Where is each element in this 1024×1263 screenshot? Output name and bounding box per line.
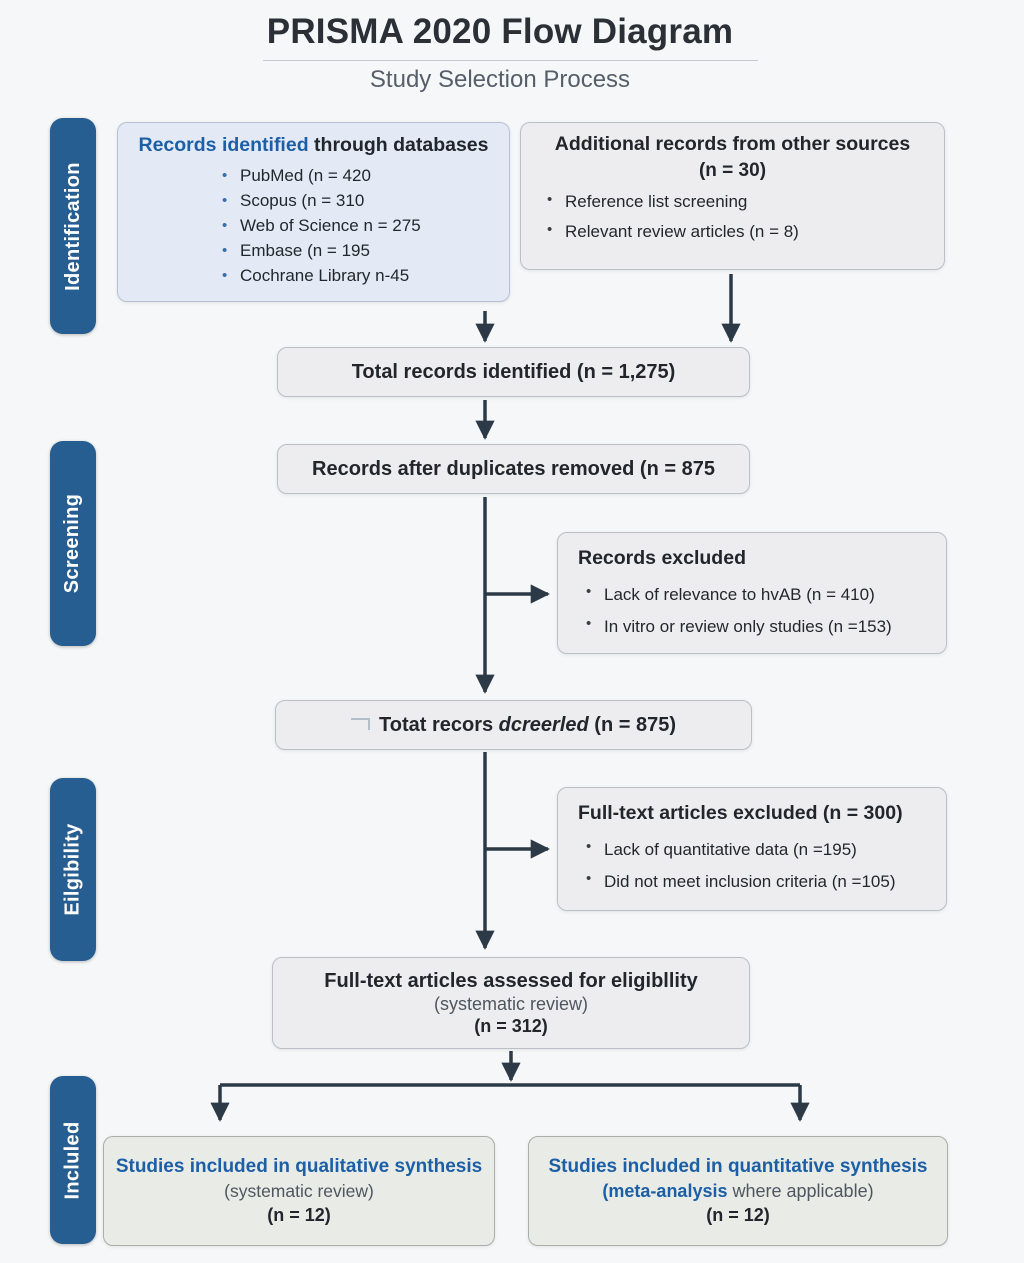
box-records-excluded: Records excluded Lack of relevance to hv… [557,532,947,654]
corner-glyph-icon [351,717,370,730]
list-item: Reference list screening [547,187,926,217]
list-item: Cochrane Library n-45 [222,263,493,288]
list-item: Lack of quantitative data (n =195) [586,834,926,866]
records-excluded-title: Records excluded [578,547,746,569]
stage-eligibility: Eilgibility [50,778,96,961]
stage-screening: Screening [50,441,96,646]
records-excluded-list: Lack of relevance to hvAB (n = 410) In v… [586,579,926,643]
records-identified-emphasis: Records identified [138,134,309,156]
title-divider [263,60,758,61]
quantitative-line2: (meta-analysis where applicable) [602,1181,873,1202]
stage-identification: Identification [50,118,96,334]
box-total-identified: Total records identified (n = 1,275) [277,347,750,397]
box-additional-records: Additional records from other sources (n… [520,122,945,270]
list-item: Lack of relevance to hvAB (n = 410) [586,579,926,611]
records-screened-bold: Totat recors [379,713,499,736]
other-sources-list: Reference list screening Relevant review… [547,187,926,247]
fulltext-excluded-title: Full-text articles excluded (n = 300) [578,802,903,824]
after-duplicates-text: Records after duplicates removed (n = 87… [312,457,715,480]
records-identified-rest: through databases [308,134,489,156]
box-after-duplicates: Records after duplicates removed (n = 87… [277,444,750,494]
box-records-identified-title: Records identified through databases [134,134,493,157]
qualitative-line3: (n = 12) [267,1205,331,1225]
list-item: Web of Science n = 275 [222,213,493,238]
quantitative-line2-rest: where applicable) [727,1181,874,1201]
quantitative-line3: (n = 12) [706,1205,770,1225]
box-fulltext-assessed: Full-text articles assessed for eligibll… [272,957,750,1049]
qualitative-line1: Studies included in qualitative synthesi… [115,1156,483,1177]
quantitative-line1: Studies included in quantitative synthes… [548,1156,928,1177]
box-fulltext-excluded: Full-text articles excluded (n = 300) La… [557,787,947,911]
list-item: PubMed (n = 420 [222,163,493,188]
fulltext-assessed-line3: (n = 312) [474,1015,548,1036]
additional-records-count: (n = 30) [698,160,767,181]
additional-records-title: Additional records from other sources [554,133,911,155]
total-identified-text: Total records identified (n = 1,275) [351,360,676,383]
fulltext-assessed-line1: Full-text articles assessed for eligibll… [324,969,698,992]
stage-included: Incluled [50,1076,96,1244]
stage-identification-label: Identification [61,161,84,291]
records-screened-text: Totat recors dcreerled (n = 875) [351,714,676,737]
fulltext-excluded-list: Lack of quantitative data (n =195) Did n… [586,834,926,898]
databases-list: PubMed (n = 420 Scopus (n = 310 Web of S… [222,163,493,288]
stage-screening-label: Screening [61,493,84,594]
box-records-screened: Totat recors dcreerled (n = 875) [275,700,752,750]
list-item: Did not meet inclusion criteria (n =105) [586,866,926,898]
records-screened-rest: (n = 875) [588,713,676,736]
list-item: Embase (n = 195 [222,238,493,263]
page-title: PRISMA 2020 Flow Diagram [266,12,734,51]
qualitative-line2: (systematic review) [224,1181,374,1201]
records-screened-italic: dcreerled [498,713,589,736]
stage-eligibility-label: Eilgibility [61,823,84,916]
list-item: Scopus (n = 310 [222,188,493,213]
quantitative-line2-emphasis: (meta-analysis [602,1181,728,1201]
stage-included-label: Incluled [61,1121,84,1199]
list-item: In vitro or review only studies (n =153) [586,611,926,643]
box-quantitative-synthesis: Studies included in quantitative synthes… [528,1136,948,1246]
fulltext-assessed-line2: (systematic review) [433,993,589,1014]
page-subtitle: Study Selection Process [369,66,631,93]
box-qualitative-synthesis: Studies included in qualitative synthesi… [103,1136,495,1246]
list-item: Relevant review articles (n = 8) [547,217,926,247]
box-records-identified: Records identified through databases Pub… [117,122,510,302]
